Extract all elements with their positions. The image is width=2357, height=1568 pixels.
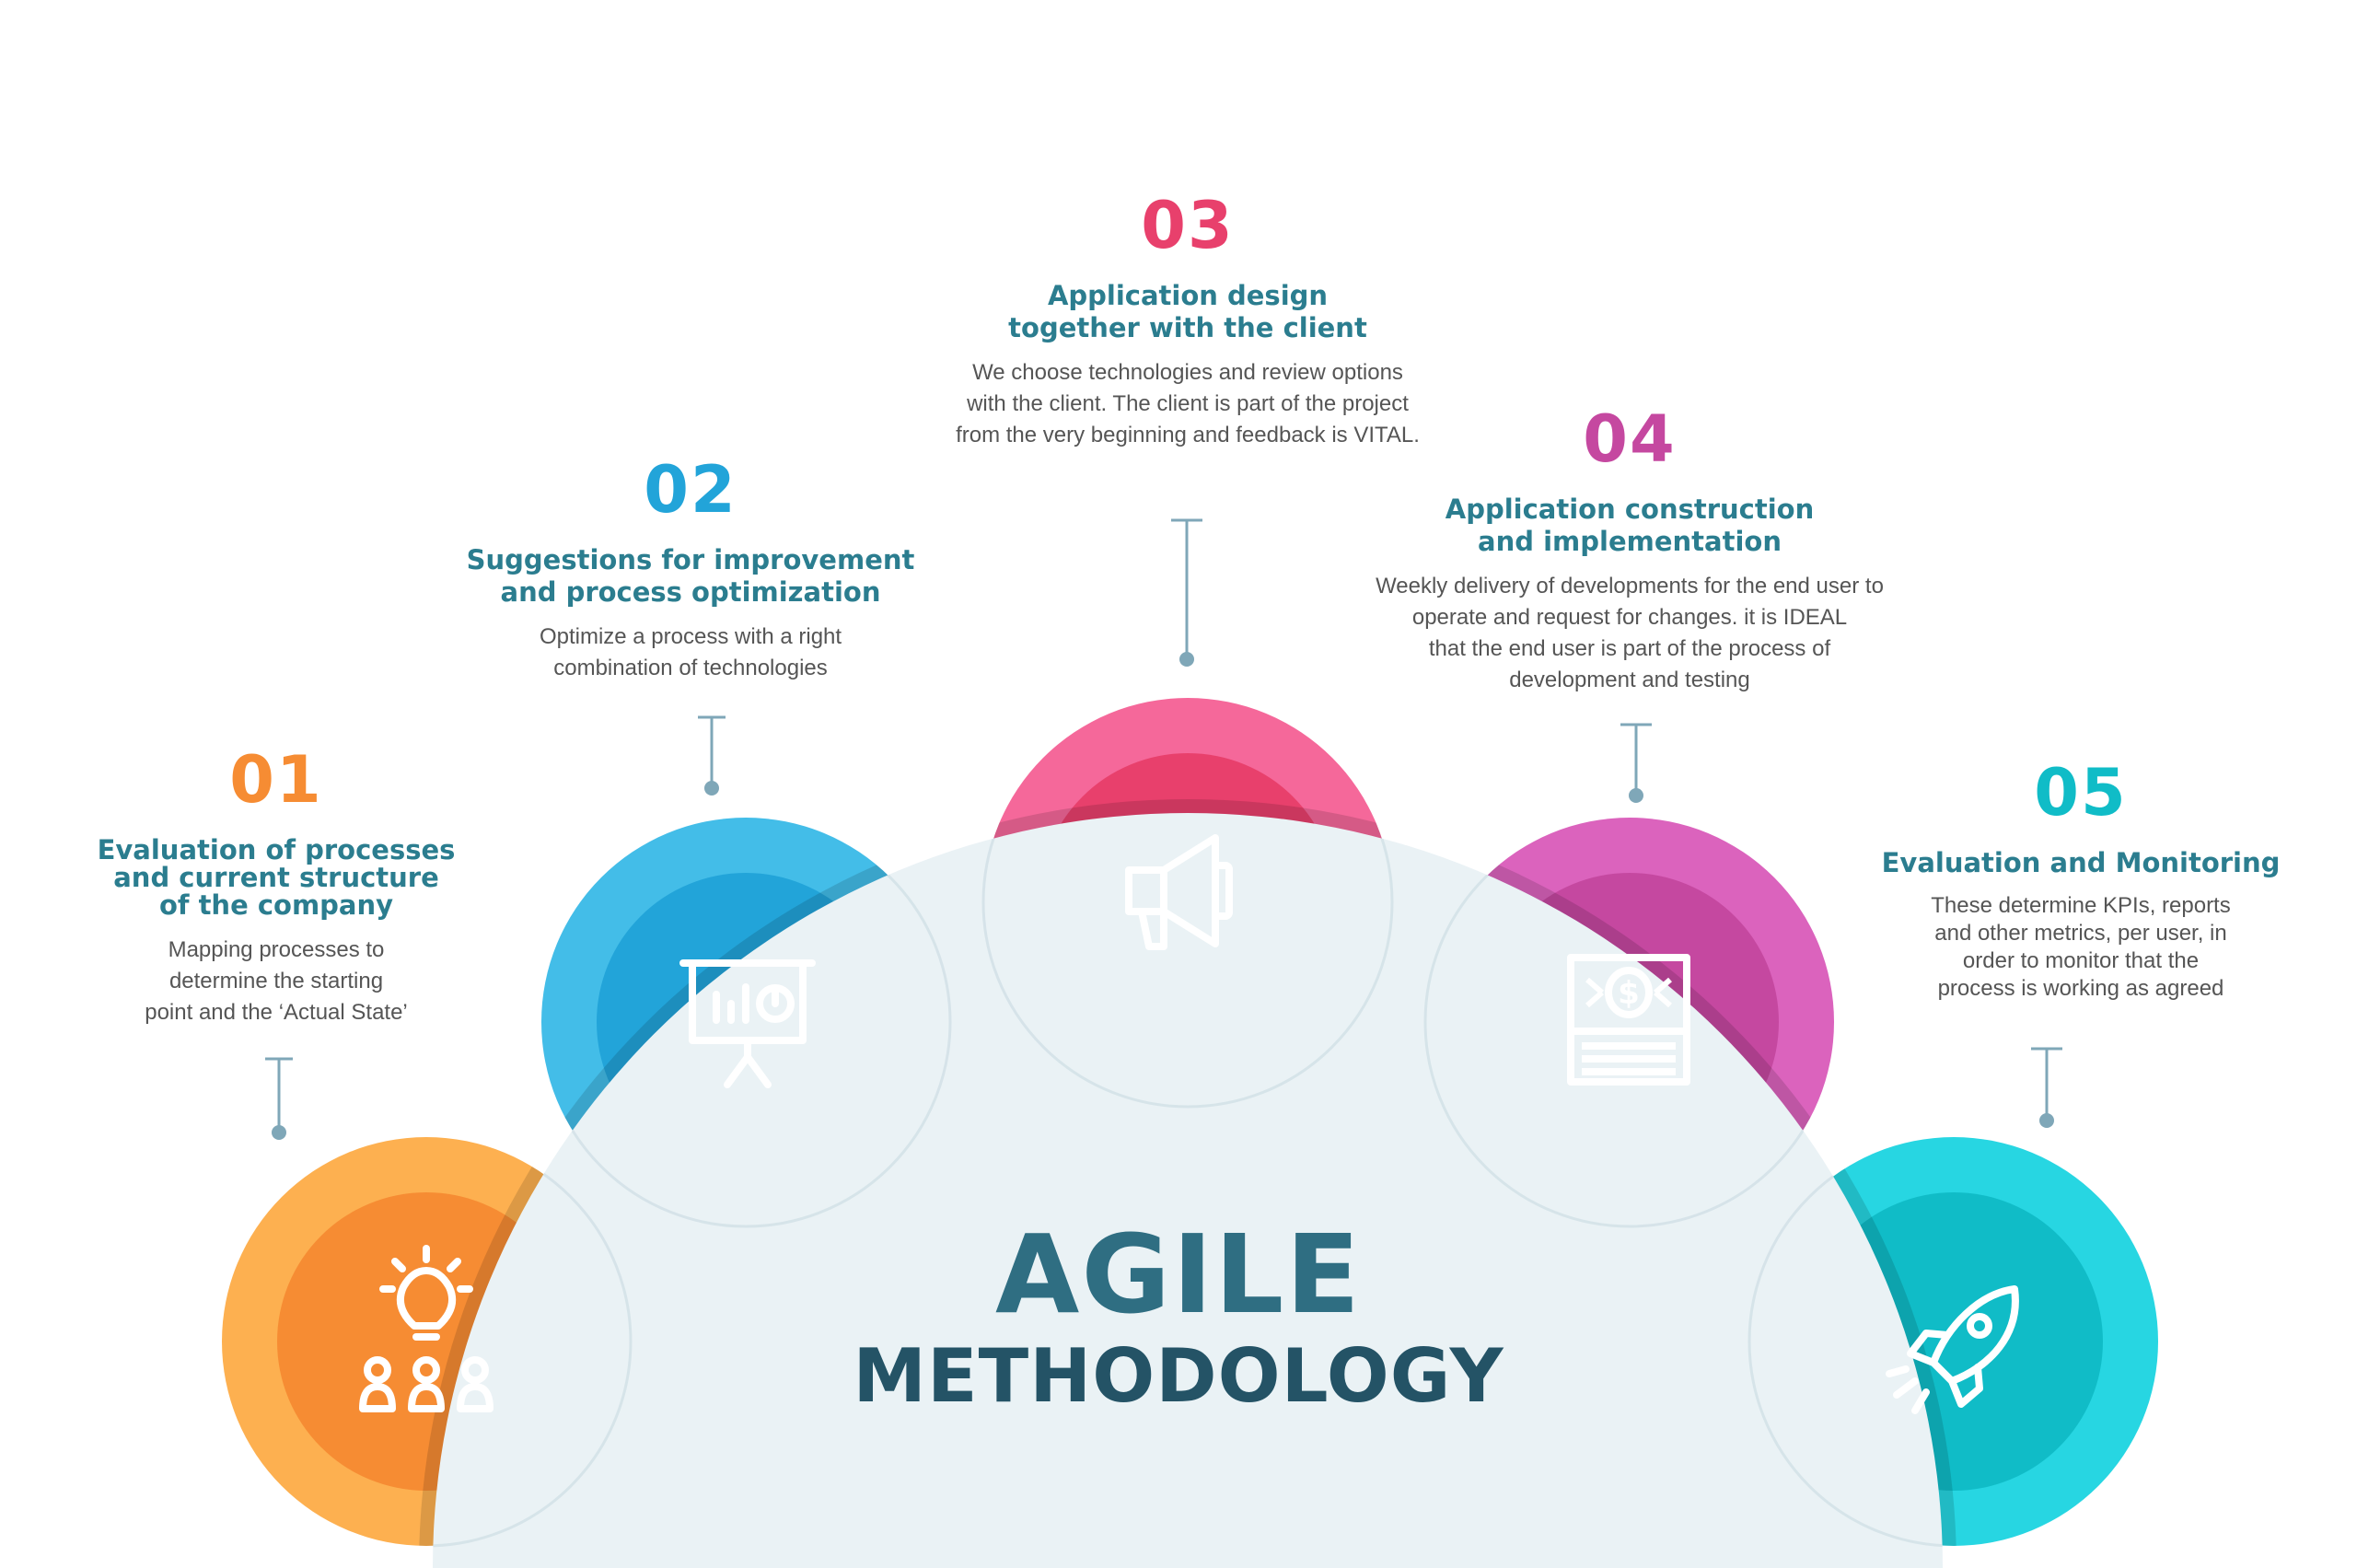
step-description-line: These determine KPIs, reports bbox=[1931, 893, 2231, 918]
step-4: 04 Application construction and implemen… bbox=[1317, 407, 1943, 696]
step-title: Evaluation of processes and current stru… bbox=[55, 834, 497, 922]
presentation-board-icon bbox=[679, 959, 816, 1088]
step-description: We choose technologies and review option… bbox=[911, 357, 1464, 451]
step-description-line: Optimize a process with a right bbox=[539, 624, 842, 649]
step-title-line: of the company bbox=[158, 889, 394, 921]
step-2: 02 Suggestions for improvement and proce… bbox=[442, 458, 939, 684]
step-title: Suggestions for improvement and process … bbox=[442, 544, 939, 609]
svg-text:$: $ bbox=[1618, 975, 1640, 1012]
step-1-connector bbox=[265, 1057, 293, 1140]
step-description: Weekly delivery of developments for the … bbox=[1317, 571, 1943, 696]
step-title-line: Application design bbox=[1047, 280, 1329, 311]
step-description-line: and other metrics, per user, in bbox=[1934, 921, 2227, 946]
step-description-line: operate and request for changes. it is I… bbox=[1411, 605, 1848, 630]
rocket-icon bbox=[1886, 1285, 2019, 1414]
step-number: 03 bbox=[1141, 188, 1235, 263]
step-number: 04 bbox=[1583, 401, 1677, 477]
step-description-line: with the client. The client is part of t… bbox=[967, 391, 1409, 416]
step-description-line: We choose technologies and review option… bbox=[972, 360, 1403, 385]
step-3: 03 Application design together with the … bbox=[911, 193, 1464, 451]
step-description-line: development and testing bbox=[1509, 668, 1750, 692]
step-description-line: Mapping processes to bbox=[168, 937, 385, 962]
step-title: Application construction and implementat… bbox=[1317, 494, 1943, 558]
step-description-line: point and the ‘Actual State’ bbox=[145, 1000, 408, 1025]
step-5: 05 Evaluation and Monitoring These deter… bbox=[1851, 761, 2311, 1003]
megaphone-icon bbox=[1125, 834, 1233, 950]
lightbulb-people-icon bbox=[359, 1245, 493, 1412]
step-title-line: Evaluation and Monitoring bbox=[1881, 847, 2281, 878]
step-number: 01 bbox=[229, 742, 323, 818]
step-3-connector bbox=[1171, 518, 1202, 667]
step-description: Mapping processes to determine the start… bbox=[55, 935, 497, 1028]
step-description-line: Weekly delivery of developments for the … bbox=[1376, 574, 1884, 598]
step-number: 02 bbox=[644, 452, 737, 528]
center-title-agile: AGILE bbox=[995, 1211, 1362, 1338]
step-4-connector bbox=[1620, 723, 1652, 803]
step-description-line: that the end user is part of the process… bbox=[1428, 636, 1831, 661]
step-title: Evaluation and Monitoring bbox=[1851, 847, 2311, 879]
step-2-connector bbox=[698, 715, 726, 796]
step-title: Application design together with the cli… bbox=[911, 280, 1464, 344]
step-title-line: together with the client bbox=[1008, 312, 1367, 343]
step-number: 05 bbox=[2034, 755, 2128, 830]
center-title-methodology: METHODOLOGY bbox=[853, 1333, 1504, 1419]
step-description-line: process is working as agreed bbox=[1937, 976, 2224, 1001]
step-description-line: order to monitor that the bbox=[1962, 948, 2200, 973]
step-description-line: from the very beginning and feedback is … bbox=[956, 423, 1420, 447]
step-description-line: combination of technologies bbox=[553, 656, 828, 680]
step-title-line: and current structure bbox=[113, 862, 439, 893]
step-title-line: Application construction bbox=[1445, 494, 1815, 525]
step-description: These determine KPIs, reports and other … bbox=[1851, 892, 2311, 1003]
center-semicircle bbox=[433, 813, 1943, 1568]
step-title-line: and process optimization bbox=[500, 576, 881, 608]
step-description-line: determine the starting bbox=[168, 969, 384, 993]
step-description: Optimize a process with a right combinat… bbox=[442, 621, 939, 684]
money-bill-icon: $ bbox=[1567, 954, 1690, 1086]
step-5-connector bbox=[2031, 1047, 2062, 1128]
step-title-line: and implementation bbox=[1478, 526, 1782, 557]
step-title-line: Suggestions for improvement bbox=[466, 544, 915, 575]
step-title-line: Evaluation of processes bbox=[97, 834, 456, 865]
step-1: 01 Evaluation of processes and current s… bbox=[55, 748, 497, 1028]
